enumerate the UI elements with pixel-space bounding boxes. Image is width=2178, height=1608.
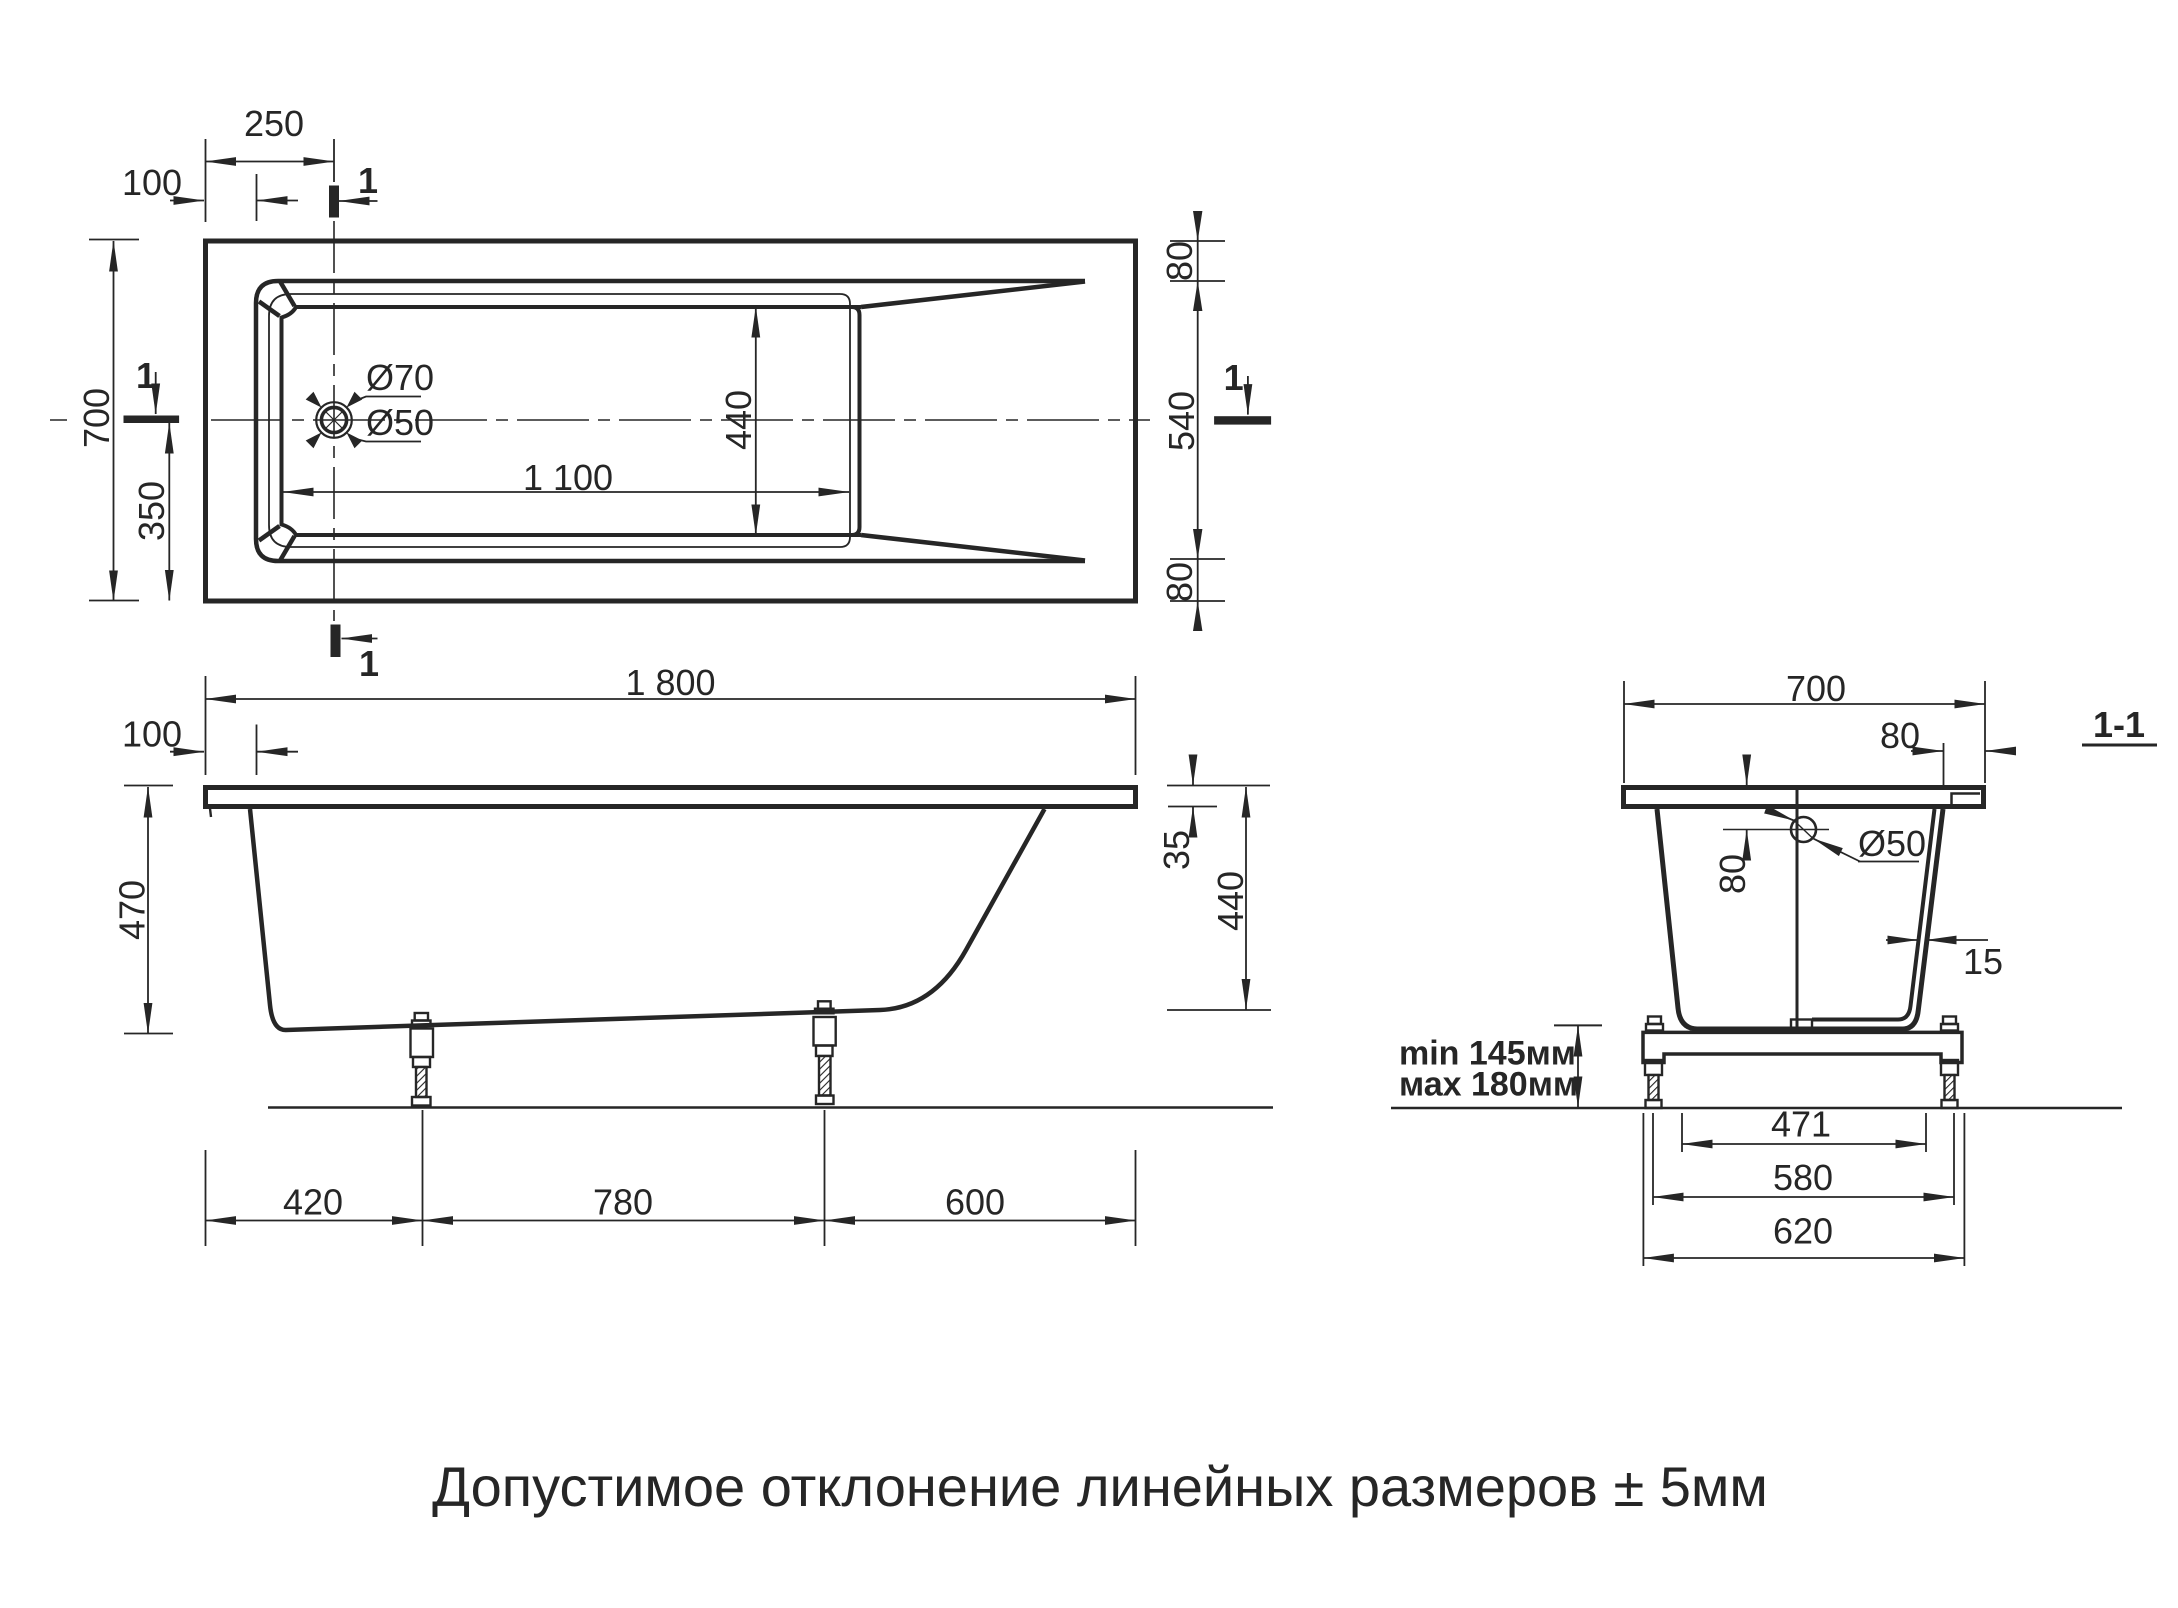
svg-text:700: 700 [76, 388, 117, 448]
svg-text:440: 440 [718, 390, 759, 450]
svg-text:100: 100 [122, 714, 182, 755]
svg-text:1: 1 [358, 160, 378, 201]
svg-text:1 800: 1 800 [625, 662, 715, 703]
svg-text:1: 1 [1224, 357, 1244, 398]
svg-text:Допустимое отклонение линейных: Допустимое отклонение линейных размеров … [432, 1455, 1768, 1518]
svg-text:80: 80 [1159, 241, 1200, 281]
svg-text:420: 420 [283, 1182, 343, 1223]
svg-text:Ø50: Ø50 [366, 402, 434, 443]
svg-text:15: 15 [1963, 941, 2003, 982]
svg-text:471: 471 [1771, 1104, 1831, 1145]
svg-text:620: 620 [1773, 1211, 1833, 1252]
svg-text:Ø50: Ø50 [1858, 823, 1926, 864]
svg-text:1: 1 [359, 643, 379, 684]
svg-text:35: 35 [1156, 830, 1197, 870]
svg-text:540: 540 [1161, 391, 1202, 451]
svg-text:580: 580 [1773, 1157, 1833, 1198]
svg-text:470: 470 [112, 880, 153, 940]
svg-text:780: 780 [593, 1182, 653, 1223]
svg-text:мах 180мм: мах 180мм [1399, 1066, 1578, 1104]
svg-text:Ø70: Ø70 [366, 357, 434, 398]
svg-text:min 145мм: min 145мм [1399, 1035, 1576, 1073]
svg-text:440: 440 [1210, 871, 1251, 931]
svg-text:100: 100 [122, 162, 182, 203]
svg-text:600: 600 [945, 1182, 1005, 1223]
svg-text:350: 350 [131, 481, 172, 541]
svg-text:700: 700 [1786, 668, 1846, 709]
svg-text:250: 250 [244, 103, 304, 144]
svg-text:1 100: 1 100 [523, 457, 613, 498]
svg-text:80: 80 [1880, 715, 1920, 756]
svg-text:80: 80 [1159, 562, 1200, 602]
svg-text:1: 1 [136, 355, 156, 396]
svg-text:1-1: 1-1 [2093, 704, 2145, 745]
svg-text:80: 80 [1712, 854, 1753, 894]
